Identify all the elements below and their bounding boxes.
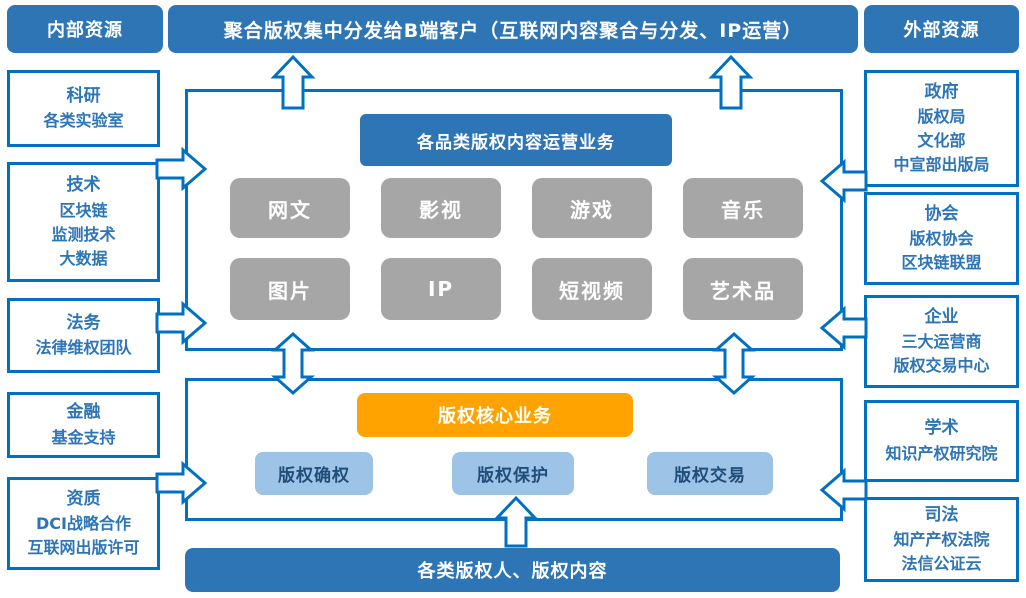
- box-line: 大数据: [59, 248, 108, 268]
- category-box-film: 影视: [381, 178, 501, 238]
- internal-resources-bar: 内部资源: [7, 5, 163, 53]
- box-title: 学术: [924, 418, 959, 439]
- box-line: 互联网出版许可: [27, 538, 140, 558]
- category-box-webnovel: 网文: [230, 178, 350, 238]
- box-line: 版权局: [917, 107, 966, 127]
- box-line: 法信公证云: [901, 554, 982, 574]
- box-title: 法务: [66, 312, 101, 333]
- box-line: 知产产权法院: [893, 530, 990, 550]
- resource-box-judicial: 司法 知产产权法院 法信公证云: [864, 497, 1019, 582]
- resource-box-academic: 学术 知识产权研究院: [864, 400, 1019, 482]
- external-resources-label: 外部资源: [903, 20, 980, 41]
- resource-box-qualification: 资质 DCI战略合作 互联网出版许可: [7, 477, 160, 570]
- box-line: 中宣部出版局: [893, 155, 990, 175]
- main-title-bar: 聚合版权集中分发给B端客户（互联网内容聚合与分发、IP运营）: [168, 5, 858, 53]
- box-line: 文化部: [917, 131, 966, 151]
- core-item-protection: 版权保护: [452, 452, 574, 495]
- category-box-ip: IP: [381, 258, 501, 320]
- category-box-game: 游戏: [532, 178, 652, 238]
- box-line: 监测技术: [51, 224, 116, 244]
- box-title: 金融: [66, 402, 101, 423]
- box-line: 版权协会: [909, 229, 974, 249]
- box-line: 知识产权研究院: [885, 443, 998, 463]
- box-title: 资质: [66, 488, 101, 509]
- resource-box-government: 政府 版权局 文化部 中宣部出版局: [864, 70, 1019, 187]
- box-line: 版权交易中心: [893, 356, 990, 376]
- category-label: IP: [427, 277, 455, 301]
- category-box-image: 图片: [230, 258, 350, 320]
- resource-box-enterprise: 企业 三大运营商 版权交易中心: [864, 295, 1019, 388]
- core-item-label: 版权交易: [674, 466, 746, 486]
- category-box-artwork: 艺术品: [683, 258, 803, 320]
- category-box-music: 音乐: [683, 178, 803, 238]
- box-line: 法律维权团队: [35, 338, 132, 358]
- resource-box-legal: 法务 法律维权团队: [7, 298, 160, 373]
- core-business-header: 版权核心业务: [357, 393, 633, 437]
- box-line: 各类实验室: [43, 111, 124, 131]
- box-title: 科研: [66, 85, 101, 106]
- resource-box-technology: 技术 区块链 监测技术 大数据: [7, 162, 160, 282]
- main-title-label: 聚合版权集中分发给B端客户（互联网内容聚合与分发、IP运营）: [223, 19, 803, 42]
- category-label: 图片: [268, 278, 312, 303]
- box-title: 司法: [924, 504, 959, 525]
- category-box-shortvideo: 短视频: [532, 258, 652, 320]
- box-title: 协会: [924, 203, 959, 224]
- core-business-label: 版权核心业务: [438, 406, 552, 427]
- resource-box-finance: 金融 基金支持: [7, 392, 160, 458]
- box-title: 企业: [924, 306, 959, 327]
- box-line: 区块链联盟: [901, 253, 982, 273]
- core-item-trading: 版权交易: [647, 452, 773, 495]
- content-operations-label: 各品类版权内容运营业务: [417, 132, 615, 153]
- internal-resources-label: 内部资源: [47, 20, 123, 41]
- category-label: 短视频: [559, 278, 625, 303]
- category-label: 网文: [268, 197, 312, 222]
- category-label: 游戏: [570, 197, 614, 222]
- core-item-confirmation: 版权确权: [255, 452, 373, 495]
- box-line: 三大运营商: [901, 332, 982, 352]
- category-label: 艺术品: [710, 278, 776, 303]
- core-item-label: 版权保护: [477, 466, 549, 486]
- category-label: 影视: [419, 197, 463, 222]
- copyright-owners-label: 各类版权人、版权内容: [417, 561, 608, 582]
- core-item-label: 版权确权: [278, 466, 350, 486]
- resource-box-association: 协会 版权协会 区块链联盟: [864, 192, 1019, 285]
- external-resources-bar: 外部资源: [864, 5, 1019, 53]
- copyright-owners-bar: 各类版权人、版权内容: [185, 548, 840, 592]
- box-line: 区块链: [59, 200, 108, 220]
- category-label: 音乐: [721, 197, 765, 222]
- content-operations-header: 各品类版权内容运营业务: [360, 114, 672, 166]
- resource-box-research: 科研 各类实验室: [7, 70, 160, 147]
- box-title: 政府: [924, 81, 959, 102]
- box-line: DCI战略合作: [36, 514, 131, 534]
- box-line: 基金支持: [51, 427, 116, 447]
- box-title: 技术: [66, 175, 101, 196]
